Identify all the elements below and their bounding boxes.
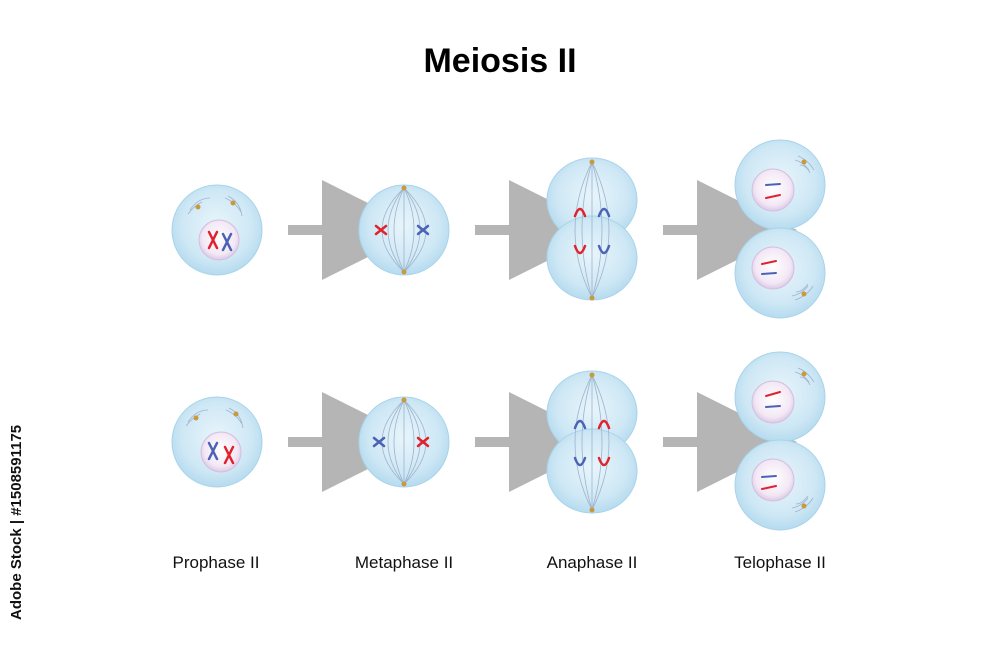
label-metaphase: Metaphase II	[319, 553, 489, 573]
telophase-cells-bottom	[735, 352, 825, 530]
prophase-cell-top	[172, 185, 262, 275]
label-prophase: Prophase II	[131, 553, 301, 573]
stock-credit: Adobe Stock | #1508591175	[8, 425, 25, 620]
telophase-cells-top	[735, 140, 825, 318]
page-title: Meiosis II	[0, 42, 1000, 81]
metaphase-cell-top	[359, 185, 449, 275]
label-telophase: Telophase II	[695, 553, 865, 573]
prophase-cell-bottom	[172, 397, 262, 487]
metaphase-cell-bottom	[359, 397, 449, 487]
anaphase-cell-top	[547, 158, 637, 301]
anaphase-cell-bottom	[547, 371, 637, 513]
label-anaphase: Anaphase II	[507, 553, 677, 573]
